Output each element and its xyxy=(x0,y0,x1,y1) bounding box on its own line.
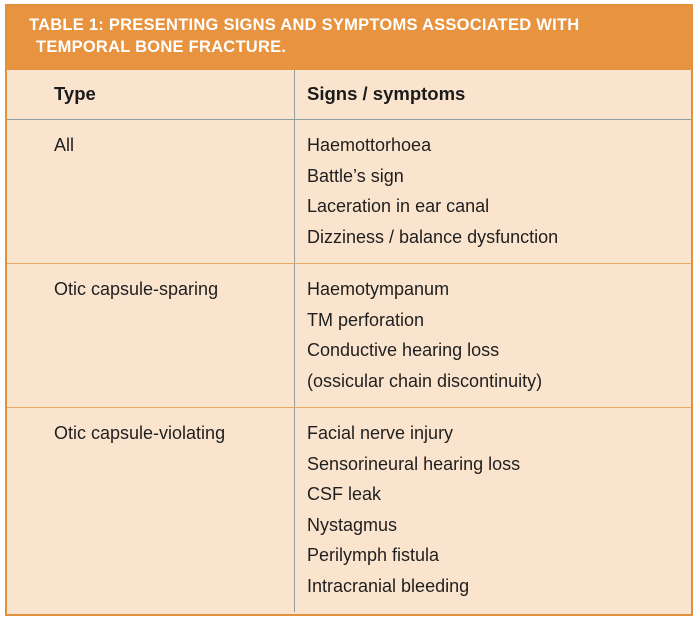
column-header-type: Type xyxy=(54,82,96,104)
header-cell-type: Type xyxy=(7,69,295,120)
table-row: All Haemottorhoea Battle’s sign Lacerati… xyxy=(7,120,691,264)
row-type-label: All xyxy=(54,135,75,156)
symptom-item: Dizziness / balance dysfunction xyxy=(307,226,559,247)
row-symptoms-cell: Haemotympanum TM perforation Conductive … xyxy=(295,264,691,407)
row-type-label: Otic capsule-violating xyxy=(54,423,226,444)
symptom-item: Nystagmus xyxy=(307,514,398,535)
symptom-item: (ossicular chain discontinuity) xyxy=(307,370,543,391)
symptom-item: Perilymph fistula xyxy=(307,545,440,566)
symptom-item: TM perforation xyxy=(307,309,425,330)
table-row: Otic capsule-sparing Haemotympanum TM pe… xyxy=(7,263,691,408)
row-symptoms-cell: Haemottorhoea Battle’s sign Laceration i… xyxy=(295,120,691,263)
row-type-cell: Otic capsule-violating xyxy=(7,408,295,613)
table-header-row: Type Signs / symptoms xyxy=(7,69,691,121)
header-cell-symptoms: Signs / symptoms xyxy=(295,70,691,119)
symptom-item: Haemotympanum xyxy=(307,279,450,300)
table-title-banner: TABLE 1: PRESENTING SIGNS AND SYMPTOMS A… xyxy=(7,6,691,70)
column-header-symptoms: Signs / symptoms xyxy=(307,82,466,104)
symptom-item: Sensorineural hearing loss xyxy=(307,453,521,474)
symptom-item: Intracranial bleeding xyxy=(307,575,470,596)
symptom-item: Haemottorhoea xyxy=(307,135,432,156)
row-type-cell: All xyxy=(7,120,295,264)
table-row: Otic capsule-violating Facial nerve inju… xyxy=(7,407,691,613)
row-type-label: Otic capsule-sparing xyxy=(54,279,219,300)
table-title-line-1: TABLE 1: PRESENTING SIGNS AND SYMPTOMS A… xyxy=(29,16,580,34)
table-grid: Type Signs / symptoms All Haemottorhoea … xyxy=(7,69,691,614)
symptom-item: Conductive hearing loss xyxy=(307,340,500,361)
symptom-item: CSF leak xyxy=(307,484,382,505)
table-title-line-2: TEMPORAL BONE FRACTURE. xyxy=(36,37,287,56)
symptom-item: Battle’s sign xyxy=(307,165,404,186)
symptom-item: Laceration in ear canal xyxy=(307,196,490,217)
symptom-item: Facial nerve injury xyxy=(307,423,454,444)
row-symptoms-cell: Facial nerve injury Sensorineural hearin… xyxy=(295,408,691,612)
table-figure: TABLE 1: PRESENTING SIGNS AND SYMPTOMS A… xyxy=(5,4,693,616)
row-type-cell: Otic capsule-sparing xyxy=(7,264,295,408)
